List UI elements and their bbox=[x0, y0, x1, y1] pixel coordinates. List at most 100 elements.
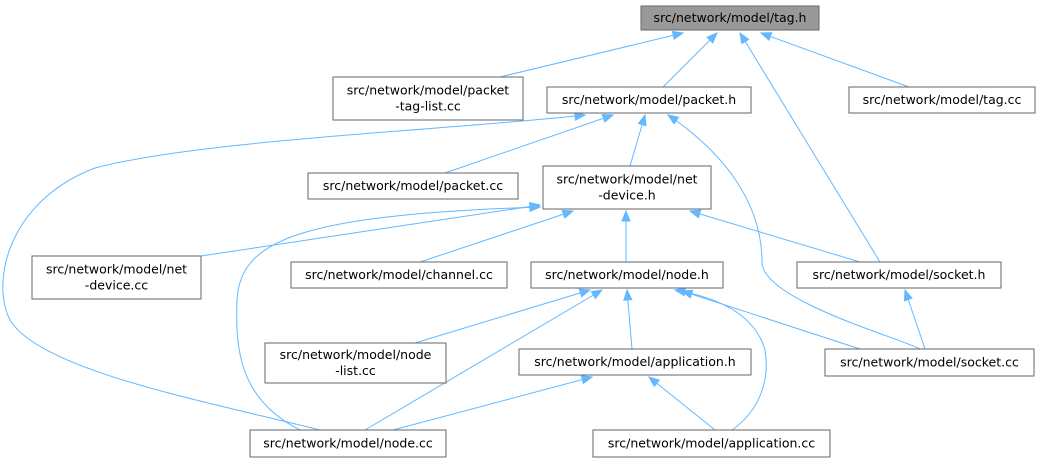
edge-line bbox=[414, 289, 591, 344]
node-box[interactable] bbox=[592, 429, 831, 458]
node-box[interactable] bbox=[640, 5, 820, 31]
arrowhead-icon bbox=[529, 202, 542, 213]
arrowhead-icon bbox=[673, 287, 687, 297]
edge-socket-h-to-tag-h bbox=[739, 31, 881, 263]
node-tag-h[interactable]: src/network/model/tag.h bbox=[640, 5, 820, 31]
edge-net-device-h-to-packet-h bbox=[629, 113, 647, 167]
node-channel-cc[interactable]: src/network/model/channel.cc bbox=[290, 261, 508, 289]
node-box[interactable] bbox=[31, 255, 202, 300]
node-packet-h[interactable]: src/network/model/packet.h bbox=[546, 86, 752, 114]
node-packet-tag-list-cc[interactable]: src/network/model/packet-tag-list.cc bbox=[332, 76, 524, 121]
edge-line bbox=[364, 289, 603, 431]
node-net-device-h[interactable]: src/network/model/net-device.h bbox=[542, 165, 712, 210]
edge-line bbox=[689, 210, 861, 263]
node-label: -device.cc bbox=[85, 278, 148, 293]
edge-node-cc-to-net-device-h bbox=[236, 202, 542, 431]
arrowhead-icon bbox=[706, 32, 718, 44]
node-label: src/network/model/net bbox=[46, 262, 187, 277]
edge-channel-cc-to-net-device-h bbox=[419, 209, 575, 263]
node-label: src/network/model/node.cc bbox=[263, 436, 433, 451]
node-socket-h[interactable]: src/network/model/socket.h bbox=[796, 261, 1002, 289]
arrowhead-icon bbox=[580, 375, 594, 385]
edge-line bbox=[674, 289, 767, 431]
edge-line bbox=[667, 114, 921, 350]
node-box[interactable] bbox=[518, 348, 752, 376]
edge-socket-cc-to-socket-h bbox=[903, 288, 926, 350]
node-label: src/network/model/net bbox=[556, 172, 697, 187]
node-label: src/network/model/application.h bbox=[534, 354, 735, 369]
edge-socket-h-to-net-device-h bbox=[688, 209, 861, 263]
node-application-h[interactable]: src/network/model/application.h bbox=[518, 348, 752, 376]
edge-node-list-cc-to-node-h bbox=[414, 288, 592, 344]
node-box[interactable] bbox=[796, 261, 1002, 289]
edge-line bbox=[236, 206, 541, 431]
edge-tag-cc-to-tag-h bbox=[759, 32, 910, 88]
arrowhead-icon bbox=[666, 114, 680, 125]
node-label: src/network/model/node.h bbox=[545, 267, 709, 282]
arrowhead-icon bbox=[623, 288, 633, 301]
node-box[interactable] bbox=[290, 261, 508, 289]
edge-line bbox=[200, 204, 541, 257]
edge-node-cc-to-application-h bbox=[392, 375, 594, 431]
node-box[interactable] bbox=[332, 76, 524, 121]
node-box[interactable] bbox=[264, 342, 447, 384]
edge-line bbox=[760, 32, 910, 88]
arrowhead-icon bbox=[759, 32, 773, 42]
arrowhead-icon bbox=[637, 113, 647, 127]
node-label: src/network/model/packet bbox=[347, 83, 510, 98]
node-packet-cc[interactable]: src/network/model/packet.cc bbox=[307, 172, 519, 200]
edge-line bbox=[648, 376, 716, 431]
edge-line bbox=[499, 32, 684, 78]
node-label: src/network/model/socket.cc bbox=[840, 355, 1019, 370]
arrowhead-icon bbox=[739, 31, 750, 45]
edge-line bbox=[739, 32, 881, 263]
arrowhead-icon bbox=[574, 111, 587, 121]
node-net-device-cc[interactable]: src/network/model/net-device.cc bbox=[31, 255, 202, 300]
edge-packet-cc-to-packet-h bbox=[444, 113, 615, 174]
arrowhead-icon bbox=[903, 288, 913, 302]
node-label: src/network/model/tag.h bbox=[654, 10, 807, 25]
node-box[interactable] bbox=[542, 165, 712, 210]
edge-line bbox=[392, 376, 593, 431]
edge-node-h-to-net-device-h bbox=[621, 209, 631, 262]
edge-application-cc-to-node-h bbox=[673, 287, 767, 431]
node-node-list-cc[interactable]: src/network/model/node-list.cc bbox=[264, 342, 447, 384]
node-label: -device.h bbox=[598, 188, 655, 203]
edge-packet-tag-list-cc-to-tag-h bbox=[499, 30, 685, 78]
node-box[interactable] bbox=[546, 86, 752, 114]
edge-line bbox=[444, 114, 614, 174]
arrowhead-icon bbox=[688, 209, 702, 219]
node-label: src/network/model/application.cc bbox=[608, 436, 815, 451]
edge-application-cc-to-application-h bbox=[647, 376, 716, 431]
node-node-h[interactable]: src/network/model/node.h bbox=[530, 261, 724, 289]
arrowhead-icon bbox=[601, 113, 615, 123]
edge-line bbox=[419, 210, 574, 263]
arrowhead-icon bbox=[671, 30, 685, 41]
node-box[interactable] bbox=[824, 348, 1035, 377]
edges-layer bbox=[2, 30, 926, 431]
edge-socket-cc-to-packet-h bbox=[666, 114, 921, 350]
node-tag-cc[interactable]: src/network/model/tag.cc bbox=[848, 86, 1036, 114]
node-application-cc[interactable]: src/network/model/application.cc bbox=[592, 429, 831, 458]
arrowhead-icon bbox=[578, 288, 592, 298]
node-label: src/network/model/packet.h bbox=[562, 92, 736, 107]
edge-line bbox=[681, 290, 861, 350]
node-box[interactable] bbox=[249, 429, 447, 458]
edge-net-device-cc-to-net-device-h bbox=[200, 201, 542, 257]
node-node-cc[interactable]: src/network/model/node.cc bbox=[249, 429, 447, 458]
edge-packet-h-to-tag-h bbox=[662, 32, 718, 88]
node-box[interactable] bbox=[530, 261, 724, 289]
edge-node-cc-to-node-h bbox=[364, 289, 604, 431]
node-label: src/network/model/packet.cc bbox=[323, 178, 503, 193]
arrowhead-icon bbox=[561, 209, 575, 219]
node-box[interactable] bbox=[848, 86, 1036, 114]
nodes-layer: src/network/model/tag.h src/network/model… bbox=[31, 5, 1036, 458]
edge-application-h-to-node-h bbox=[623, 288, 633, 350]
node-box[interactable] bbox=[307, 172, 519, 200]
node-label: src/network/model/socket.h bbox=[813, 267, 986, 282]
edge-node-cc-to-packet-h bbox=[2, 111, 587, 431]
arrowhead-icon bbox=[590, 289, 604, 300]
node-socket-cc[interactable]: src/network/model/socket.cc bbox=[824, 348, 1035, 377]
node-label: src/network/model/tag.cc bbox=[863, 92, 1022, 107]
